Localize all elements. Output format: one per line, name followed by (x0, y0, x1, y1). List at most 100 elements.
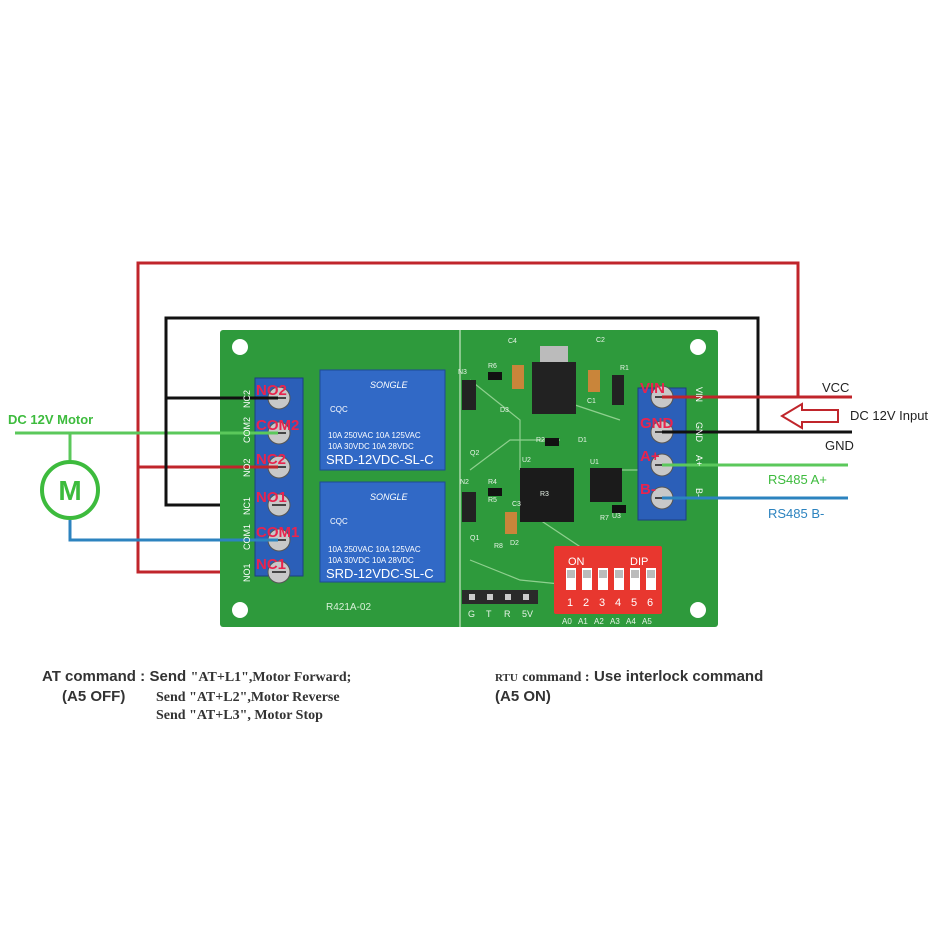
header-pin-label: G (468, 609, 475, 619)
relay-1: CQC SONGLE 10A 250VAC 10A 125VAC 10A 30V… (319, 481, 446, 583)
header-pin-label: T (486, 609, 492, 619)
terminal-label-left: COM1 (256, 524, 299, 541)
relay-model: SRD-12VDC-SL-C (326, 566, 434, 581)
dip-number: 2 (583, 597, 589, 609)
dip-number: 1 (567, 597, 573, 609)
dip-on-label: ON (568, 556, 585, 568)
component-label: R8 (494, 543, 503, 550)
at-send: Send (149, 668, 187, 685)
silk-label-right: VIN (694, 387, 704, 402)
header-pin (523, 594, 529, 600)
dip-lever[interactable] (566, 568, 576, 590)
terminal-label-left: COM2 (256, 417, 299, 434)
at-command-caption: AT command : Send "AT+L1",Motor Forward;… (42, 668, 462, 723)
dip-label: DIP (630, 556, 648, 568)
component-label: U3 (612, 513, 621, 520)
dip-lever-knob (567, 570, 575, 578)
component-label: R6 (488, 363, 497, 370)
dip-address: A2 (594, 617, 604, 626)
at-line2: Send "AT+L2",Motor Reverse (156, 690, 340, 705)
component-label: R3 (540, 491, 549, 498)
at-note: (A5 OFF) (62, 688, 126, 705)
dip-address: A0 (562, 617, 572, 626)
component-label: N2 (460, 479, 469, 486)
component-label: R1 (620, 365, 629, 372)
gnd-wire (164, 316, 852, 507)
rtu-note: (A5 ON) (495, 688, 551, 705)
terminal-label-right: VIN (640, 380, 665, 397)
voltage-regulator (532, 362, 576, 414)
silk-label-right: A+ (694, 455, 704, 466)
silk-label-left: NO2 (242, 458, 252, 477)
motor-wire-blue (68, 520, 278, 542)
relay-cert: CQC (330, 405, 348, 414)
terminal-label-left: NO1 (256, 489, 287, 506)
terminal-label-left: NO2 (256, 382, 287, 399)
rtu-command-caption: RTU command : Use interlock command (A5 … (495, 668, 915, 705)
mount-hole (232, 339, 248, 355)
component-label: Q2 (470, 450, 479, 457)
silk-label-left: NO1 (242, 563, 252, 582)
dip-number: 4 (615, 597, 621, 609)
header-pin (469, 594, 475, 600)
dip-lever-knob (583, 570, 591, 578)
rtu-text: Use interlock command (594, 668, 764, 685)
capacitor (512, 365, 524, 389)
terminal-label-right: A+ (640, 448, 660, 465)
terminal-label-left: NC2 (256, 451, 286, 468)
relay-brand: SONGLE (370, 492, 409, 502)
motor-letter: M (58, 475, 81, 506)
transistor (462, 492, 476, 522)
header-pin (487, 594, 493, 600)
dip-lever[interactable] (598, 568, 608, 590)
silk-label-left: COM2 (242, 417, 252, 443)
component-label: R4 (488, 479, 497, 486)
dip-lever-knob (599, 570, 607, 578)
dip-lever-knob (615, 570, 623, 578)
relay-rating: 10A 30VDC 10A 28VDC (328, 556, 414, 565)
dip-address: A1 (578, 617, 588, 626)
component-label: N3 (458, 369, 467, 376)
mount-hole (690, 339, 706, 355)
at-line1: "AT+L1",Motor Forward; (190, 670, 352, 685)
mount-hole (690, 602, 706, 618)
relay-cert: CQC (330, 517, 348, 526)
at-line3: Send "AT+L3", Motor Stop (156, 708, 323, 723)
rs485-b-label: RS485 B- (768, 506, 824, 521)
relay-model: SRD-12VDC-SL-C (326, 452, 434, 467)
ic-u2 (520, 468, 574, 522)
jumper (612, 375, 624, 405)
header-pin-label: R (504, 609, 511, 619)
dip-lever[interactable] (630, 568, 640, 590)
relay-brand: SONGLE (370, 380, 409, 390)
ic-u3 (590, 468, 622, 502)
at-title: AT command : (42, 668, 146, 685)
relay-rating: 10A 250VAC 10A 125VAC (328, 545, 421, 554)
component-label: R5 (488, 497, 497, 504)
pin-header (462, 590, 538, 604)
dip-number: 5 (631, 597, 637, 609)
rs485-a-label: RS485 A+ (768, 472, 827, 487)
dip-lever[interactable] (646, 568, 656, 590)
component-label: R7 (600, 515, 609, 522)
silk-label-left: COM1 (242, 524, 252, 550)
component-label: D1 (578, 437, 587, 444)
component-label: C4 (508, 338, 517, 345)
motor-label: DC 12V Motor (8, 412, 93, 427)
relay-2: CQC SONGLE 10A 250VAC 10A 125VAC 10A 30V… (319, 369, 446, 471)
dip-lever[interactable] (614, 568, 624, 590)
transistor (462, 380, 476, 410)
component-label: U1 (590, 459, 599, 466)
resistor (612, 505, 626, 513)
dip-lever[interactable] (582, 568, 592, 590)
component-label: Q1 (470, 535, 479, 542)
rtu-small: RTU (495, 672, 518, 684)
component-label: C1 (587, 398, 596, 405)
dip-address: A3 (610, 617, 620, 626)
relay-rating: 10A 250VAC 10A 125VAC (328, 431, 421, 440)
rtu-title: command : (522, 670, 590, 685)
terminal-label-left: NC1 (256, 556, 286, 573)
relay-rating: 10A 30VDC 10A 28VDC (328, 442, 414, 451)
header-pin-label: 5V (522, 609, 533, 619)
